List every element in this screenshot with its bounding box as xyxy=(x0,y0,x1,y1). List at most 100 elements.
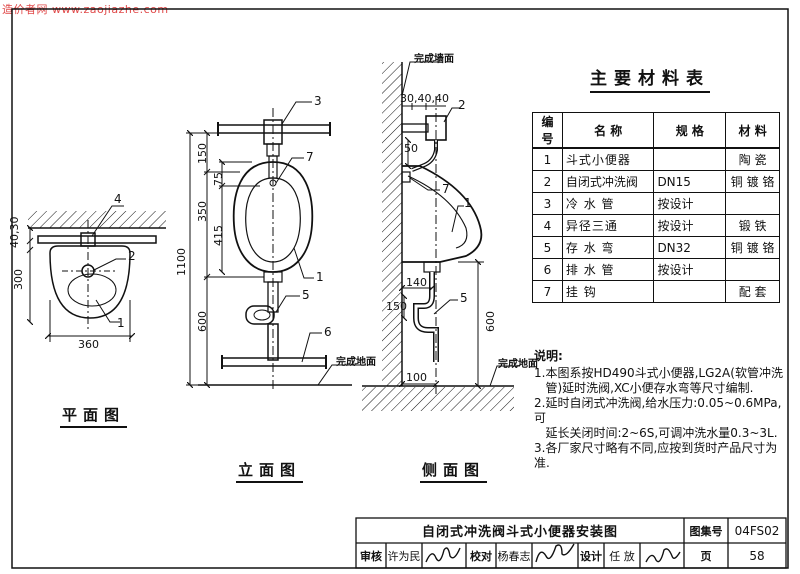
elev-callout-3: 3 xyxy=(314,94,322,108)
elev-drain-horizontal xyxy=(221,357,327,367)
plan-callout-2: 2 xyxy=(128,249,136,263)
note-line: 延长关闭时间:2~6S,可调冲洗水量0.3~3L. xyxy=(534,426,778,440)
signature-review xyxy=(425,547,461,563)
atlas-label: 图集号 xyxy=(689,524,723,538)
col-header-name: 名 称 xyxy=(561,112,655,149)
table-row: 5 存 水 弯 DN32 铜 镀 铬 xyxy=(532,236,780,259)
plan-wall-hatch xyxy=(28,211,166,228)
notes-title: 说明: xyxy=(534,349,563,363)
elev-leader-6 xyxy=(301,332,322,363)
atlas-number: 04FS02 xyxy=(734,523,780,538)
row-name: 挂 钩 xyxy=(561,280,655,303)
drawing-title: 自闭式冲洗阀斗式小便器安装图 xyxy=(421,525,618,540)
plan-callout-4: 4 xyxy=(114,192,122,206)
material-table-header: 编号 名 称 规 格 材 料 xyxy=(532,112,780,149)
row-material: 铜 镀 铬 xyxy=(725,236,780,259)
plan-callout-1: 1 xyxy=(117,316,125,330)
table-row: 3 冷 水 管 按设计 xyxy=(532,192,780,215)
plan-leader-4 xyxy=(91,205,124,237)
row-material: 陶 瓷 xyxy=(725,147,780,171)
check-name: 杨春志 xyxy=(497,549,531,563)
row-name: 存 水 弯 xyxy=(561,236,655,259)
check-label: 校对 xyxy=(470,549,492,563)
elev-leader-3 xyxy=(281,101,312,125)
col-header-spec: 规 格 xyxy=(653,112,727,149)
notes: 说明: 1.本图系按HD490斗式小便器,LG2A(软管冲洗 管)延时洗阀,XC… xyxy=(534,349,784,471)
elev-floor-label-leader xyxy=(317,364,366,386)
plan-leader-2 xyxy=(93,258,126,271)
elev-callout-6: 6 xyxy=(324,325,332,339)
side-floor-label: 完成地面 xyxy=(498,359,538,370)
elev-callout-5: 5 xyxy=(302,288,310,302)
review-name: 许为民 xyxy=(387,549,421,563)
note-line: 管)延时洗阀,XC小便存水弯等尺寸编制. xyxy=(534,381,754,395)
elev-callout-1: 1 xyxy=(316,270,324,284)
side-urinal-inner xyxy=(407,175,468,249)
elev-leader-5 xyxy=(275,295,300,313)
side-floor-hatch xyxy=(362,387,514,411)
row-number: 7 xyxy=(532,280,563,303)
side-trap-inner xyxy=(414,272,438,362)
side-callout-7: 7 xyxy=(442,182,450,196)
plan-view-title: 平面图 xyxy=(60,404,128,428)
row-spec: 按设计 xyxy=(653,192,727,215)
elev-dim-600: 600 xyxy=(196,311,209,332)
row-material xyxy=(725,258,780,281)
row-number: 5 xyxy=(532,236,563,259)
title-block: 自闭式冲洗阀斗式小便器安装图 图集号 04FS02 审核 许为民 校对 杨春志 … xyxy=(356,518,786,568)
side-dim-304040: 30,40,40 xyxy=(400,92,449,105)
elev-cold-water-pipe xyxy=(217,124,331,134)
side-wall-hatch xyxy=(382,62,402,386)
material-table-title: 主要材料表 xyxy=(590,64,710,93)
table-row: 7 挂 钩 配 套 xyxy=(532,280,780,303)
elev-dim-1100: 1100 xyxy=(175,248,188,276)
row-name: 异径三通 xyxy=(561,214,655,237)
side-leader-2 xyxy=(443,107,460,123)
note-line: 2.延时自闭式冲洗阀,给水压力:0.05~0.6MPa,可 xyxy=(534,396,782,425)
design-label: 设计 xyxy=(580,549,602,563)
elevation-view xyxy=(186,101,366,392)
row-material: 铜 镀 铬 xyxy=(725,170,780,193)
elev-dim-415: 415 xyxy=(212,225,225,246)
material-table: 编号 名 称 规 格 材 料 1 斗式小便器 陶 瓷 2 自闭式冲洗阀 DN15… xyxy=(532,112,780,303)
side-callout-5: 5 xyxy=(460,291,468,305)
row-number: 1 xyxy=(532,147,563,171)
row-name: 冷 水 管 xyxy=(561,192,655,215)
signature-design xyxy=(645,548,681,563)
side-dim-600-label: 600 xyxy=(484,311,497,332)
title-block-frame xyxy=(355,517,787,569)
side-callout-2: 2 xyxy=(458,98,466,112)
row-spec: DN32 xyxy=(653,236,727,259)
plan-view xyxy=(26,205,166,342)
row-number: 4 xyxy=(532,214,563,237)
elev-callout-7: 7 xyxy=(306,150,314,164)
side-leader-1 xyxy=(451,205,464,233)
row-spec xyxy=(653,147,727,171)
side-callout-1: 1 xyxy=(464,196,472,210)
page-number: 58 xyxy=(749,548,765,563)
row-material: 配 套 xyxy=(725,280,780,303)
elev-dim-350: 350 xyxy=(196,201,209,222)
col-header-material: 材 料 xyxy=(725,112,780,149)
side-dim-50-label: 50 xyxy=(404,142,418,155)
plan-dim-tick-mid2 xyxy=(26,246,34,254)
side-wall-label: 完成墙面 xyxy=(414,54,454,65)
col-header-number: 编号 xyxy=(532,112,563,149)
row-number: 3 xyxy=(532,192,563,215)
row-name: 自闭式冲洗阀 xyxy=(561,170,655,193)
table-row: 4 异径三通 按设计 锻 铁 xyxy=(532,214,780,237)
side-wall-label-leader xyxy=(401,61,440,97)
elev-dim-150: 150 xyxy=(196,143,209,164)
table-row: 2 自闭式冲洗阀 DN15 铜 镀 铬 xyxy=(532,170,780,193)
side-leader-7 xyxy=(409,177,440,191)
row-material: 锻 铁 xyxy=(725,214,780,237)
row-spec: 按设计 xyxy=(653,214,727,237)
side-dim-100-label: 100 xyxy=(406,371,427,384)
side-dim-150-label: 150 xyxy=(386,300,407,313)
plan-water-pipe xyxy=(37,235,157,244)
side-pipe-stub xyxy=(401,123,429,133)
elev-leader-1 xyxy=(293,247,314,279)
review-label: 审核 xyxy=(360,549,382,563)
row-spec: DN15 xyxy=(653,170,727,193)
